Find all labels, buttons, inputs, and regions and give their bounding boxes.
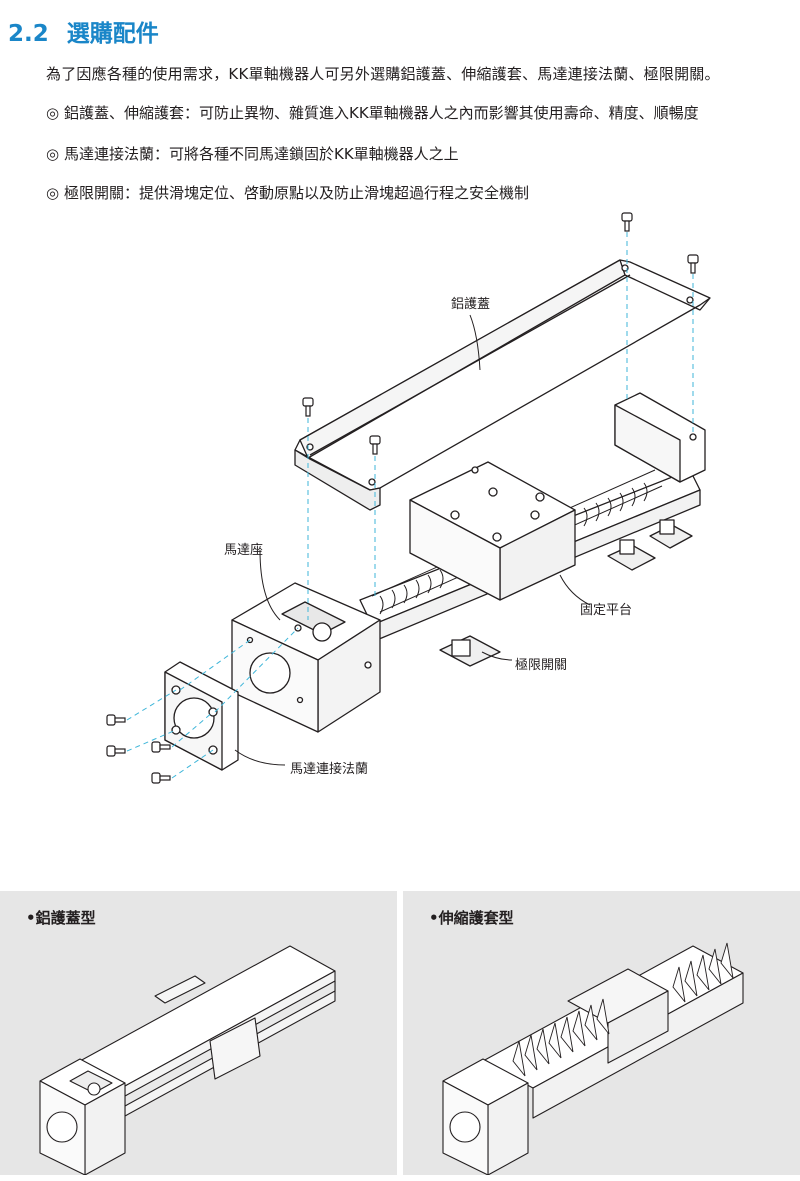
cover-type-illustration	[39, 945, 336, 1175]
callout-motor-seat: 馬達座	[224, 543, 264, 558]
section-heading: 選購配件	[66, 21, 159, 47]
panel-title: •伸縮護套型	[429, 909, 514, 927]
bullet-item: ◎極限開關：提供滑塊定位、啓動原點以及防止滑塊超過行程之安全機制	[46, 182, 529, 203]
section-title: 2.2 選購配件	[8, 14, 159, 48]
bullet-text: 鋁護蓋、伸縮護套：可防止異物、雜質進入KK單軸機器人之內而影響其使用壽命、精度、…	[64, 104, 699, 122]
callout-flange: 馬達連接法蘭	[290, 762, 369, 777]
exploded-view-diagram	[106, 212, 711, 784]
intro-paragraph: 為了因應各種的使用需求，KK單軸機器人可另外選購鋁護蓋、伸縮護套、馬達連接法蘭、…	[46, 65, 720, 83]
bullet-item: ◎馬達連接法蘭：可將各種不同馬達鎖固於KK單軸機器人之上	[46, 143, 459, 164]
panel-title: •鋁護蓋型	[26, 909, 96, 927]
callout-limit-switch: 極限開關	[515, 658, 568, 673]
bellows-type-illustration	[442, 942, 744, 1175]
bullet-mark: ◎	[46, 184, 60, 202]
bullet-text: 極限開關：提供滑塊定位、啓動原點以及防止滑塊超過行程之安全機制	[64, 184, 530, 202]
callout-cover: 鋁護蓋	[451, 297, 491, 312]
panel-cover-type: •鋁護蓋型	[0, 891, 397, 1175]
callout-platform: 固定平台	[580, 603, 633, 618]
bullet-item: ◎鋁護蓋、伸縮護套：可防止異物、雜質進入KK單軸機器人之內而影響其使用壽命、精度…	[46, 102, 699, 123]
bullet-mark: ◎	[46, 104, 60, 122]
bullet-text: 馬達連接法蘭：可將各種不同馬達鎖固於KK單軸機器人之上	[64, 145, 459, 163]
bullet-mark: ◎	[46, 145, 60, 163]
panel-bellows-type: •伸縮護套型	[403, 891, 800, 1175]
section-number: 2.2	[8, 21, 49, 47]
